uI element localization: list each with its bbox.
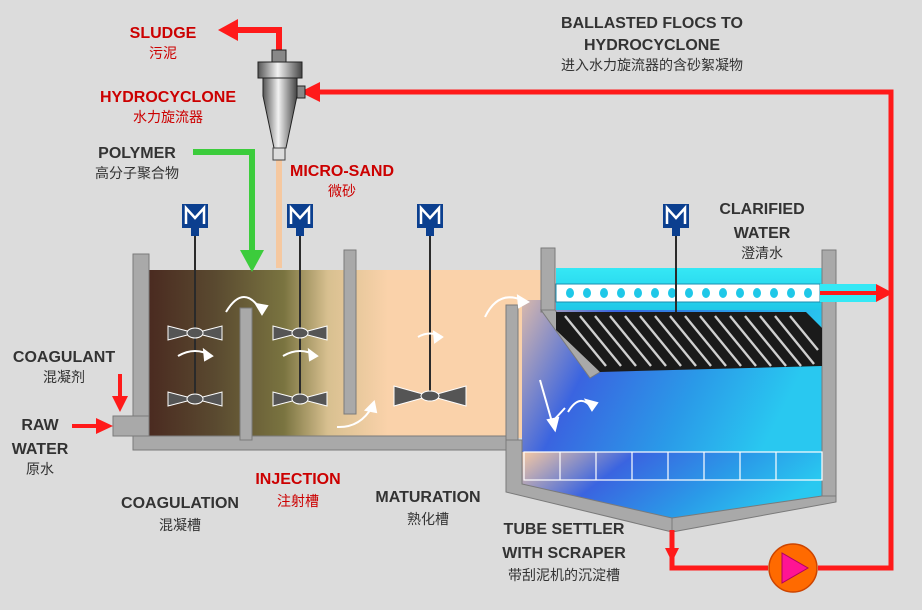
label-coagulation: COAGULATION 混凝槽 <box>121 495 239 534</box>
ballasted-line2: HYDROCYCLONE <box>584 37 720 54</box>
label-ballasted-flocs: BALLASTED FLOCS TO HYDROCYCLONE 进入水力旋流器的… <box>561 15 743 74</box>
label-raw-water: RAW WATER 原水 <box>12 417 69 478</box>
sludge-en: SLUDGE <box>130 25 197 42</box>
pipes <box>72 19 894 571</box>
label-maturation: MATURATION 熟化槽 <box>375 489 480 528</box>
hydrocyclone-en: HYDROCYCLONE <box>100 89 236 106</box>
coagulant-en: COAGULANT <box>13 349 115 366</box>
label-polymer: POLYMER 高分子聚合物 <box>95 145 179 182</box>
coagulant-zh: 混凝剂 <box>43 370 85 386</box>
maturation-zh: 熟化槽 <box>407 512 449 528</box>
motor-icon <box>182 204 208 236</box>
clarified-line1: CLARIFIED <box>719 201 804 218</box>
label-micro-sand: MICRO-SAND 微砂 <box>290 163 394 200</box>
micro-sand-zh: 微砂 <box>328 184 356 200</box>
pump-icon <box>768 543 818 593</box>
motor-icon <box>287 204 313 236</box>
label-hydrocyclone: HYDROCYCLONE 水力旋流器 <box>100 89 236 126</box>
flow-arrows <box>177 294 599 433</box>
impeller-icon <box>167 325 467 407</box>
sludge-zh: 污泥 <box>149 46 177 62</box>
ballasted-line1: BALLASTED FLOCS TO <box>561 15 743 32</box>
polymer-pipe <box>193 149 255 252</box>
raw-water-line2: WATER <box>12 441 69 458</box>
recirculation-pipe <box>669 530 768 571</box>
scraper-grid <box>523 451 823 481</box>
coagulation-zh: 混凝槽 <box>159 518 201 534</box>
tube-settler-zh: 带刮泥机的沉淀槽 <box>508 568 620 584</box>
motor-icon <box>663 204 689 236</box>
hydrocyclone <box>257 49 306 161</box>
injection-en: INJECTION <box>255 471 340 488</box>
clarified-line2: WATER <box>734 225 791 242</box>
label-injection: INJECTION 注射槽 <box>255 471 340 510</box>
tube-settler-line2: WITH SCRAPER <box>502 545 626 562</box>
raw-water-line1: RAW <box>21 417 59 434</box>
coagulation-en: COAGULATION <box>121 495 239 512</box>
ballasted-zh: 进入水力旋流器的含砂絮凝物 <box>561 57 743 74</box>
motor-icon <box>417 204 443 236</box>
tube-settler-pack <box>556 312 822 372</box>
polymer-zh: 高分子聚合物 <box>95 165 179 182</box>
maturation-en: MATURATION <box>375 489 480 506</box>
mixer-shafts <box>194 228 677 400</box>
sludge-pipe <box>238 27 282 58</box>
tube-settler-line1: TUBE SETTLER <box>504 521 625 538</box>
label-coagulant: COAGULANT 混凝剂 <box>13 349 115 386</box>
label-tube-settler: TUBE SETTLER WITH SCRAPER 带刮泥机的沉淀槽 <box>502 521 626 584</box>
tank-walls <box>112 247 837 533</box>
hydrocyclone-zh: 水力旋流器 <box>133 110 203 126</box>
polymer-en: POLYMER <box>98 145 176 162</box>
raw-water-zh: 原水 <box>26 462 54 478</box>
label-sludge: SLUDGE 污泥 <box>130 25 197 62</box>
micro-sand-en: MICRO-SAND <box>290 163 394 180</box>
injection-zh: 注射槽 <box>277 494 319 510</box>
label-clarified-water: CLARIFIED WATER 澄清水 <box>719 201 804 262</box>
clarified-zh: 澄清水 <box>741 246 783 262</box>
